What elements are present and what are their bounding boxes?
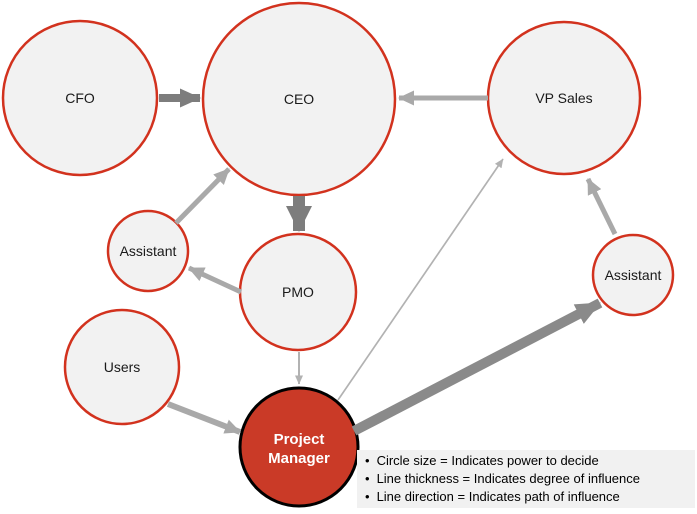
edge-pm-to-vpsales	[337, 158, 504, 401]
node-assistant-ceo	[106, 209, 190, 293]
legend-item-circle-size: Circle size = Indicates power to decide	[365, 452, 689, 470]
node-assistant-vp	[591, 233, 675, 317]
edge-pm-to-assistantvp	[351, 298, 603, 436]
node-label-ceo: CEO	[284, 91, 314, 107]
node-label-cfo: CFO	[65, 90, 95, 106]
legend: Circle size = Indicates power to decide …	[357, 450, 695, 508]
edge-assistantvp-to-vpsales	[585, 177, 618, 236]
node-label-assistant-vp: Assistant	[605, 267, 662, 283]
node-label-pmo: PMO	[282, 284, 314, 300]
edge-users-to-pm	[166, 401, 242, 435]
node-label-project-manager-line2: Manager	[268, 450, 330, 467]
node-label-assistant-ceo: Assistant	[120, 243, 177, 259]
edge-pmo-to-assistantceo	[187, 265, 243, 295]
node-label-users: Users	[104, 359, 141, 375]
edge-assistantceo-to-ceo	[174, 167, 231, 225]
legend-item-line-thickness: Line thickness = Indicates degree of inf…	[365, 470, 689, 488]
node-cfo	[1, 19, 159, 177]
node-label-project-manager-line1: Project	[274, 431, 325, 448]
legend-item-line-direction: Line direction = Indicates path of influ…	[365, 488, 689, 506]
node-label-vp-sales: VP Sales	[535, 90, 592, 106]
node-project-manager	[238, 386, 360, 508]
node-users	[63, 308, 181, 426]
node-ceo	[201, 1, 397, 197]
